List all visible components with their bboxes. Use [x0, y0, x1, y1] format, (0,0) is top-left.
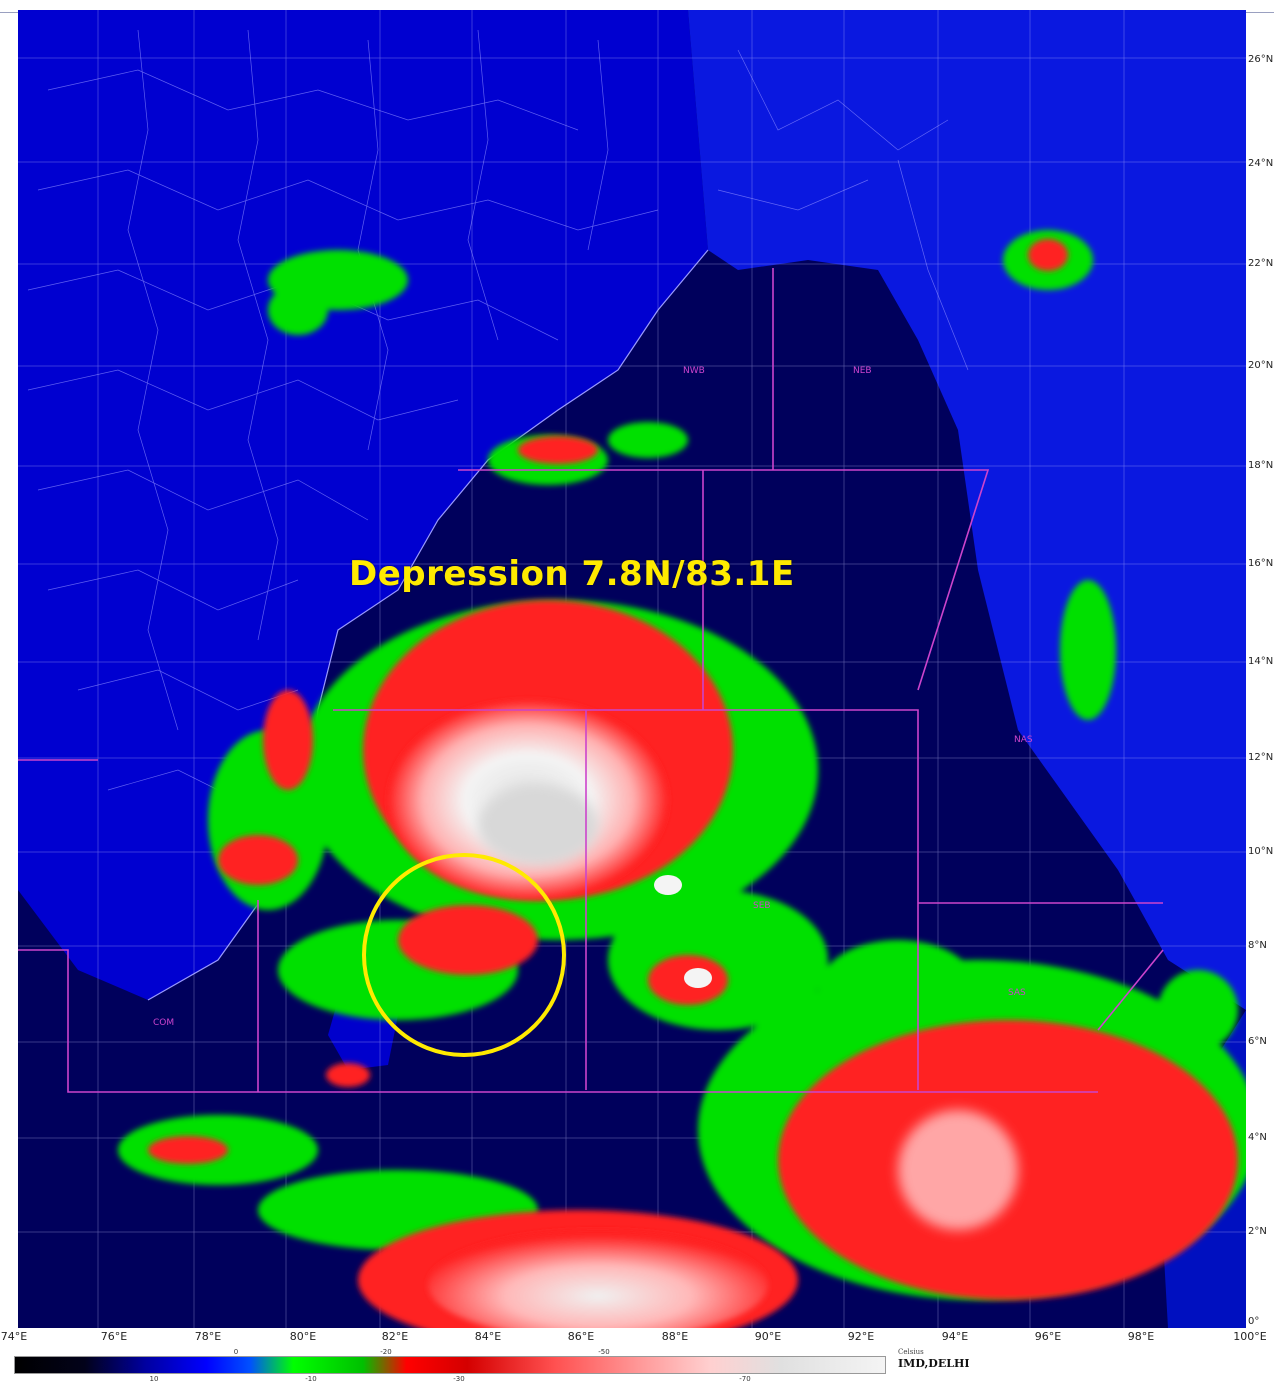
latitude-label: 12°N [1248, 752, 1274, 763]
region-label: NWB [683, 366, 705, 376]
temperature-legend: 0 -20 -50 10 -10 -30 -70 Celsius IMD,DEL… [14, 1348, 1274, 1388]
latitude-label: 0° [1248, 1316, 1260, 1327]
region-label: SAS [1008, 988, 1026, 998]
admin-boundaries [27, 29, 969, 811]
longitude-label: 76°E [100, 1330, 128, 1343]
latitude-label: 26°N [1248, 54, 1274, 65]
longitude-label: 92°E [847, 1330, 875, 1343]
india-landmass [18, 10, 708, 1000]
longitude-label: 84°E [474, 1330, 502, 1343]
latitude-label: 20°N [1248, 360, 1274, 371]
legend-agency: IMD,DELHI [898, 1357, 970, 1370]
legend-units: Celsius [898, 1348, 924, 1356]
latitude-label: 10°N [1248, 846, 1274, 857]
latitude-label: 6°N [1248, 1036, 1267, 1047]
latitude-label: 18°N [1248, 460, 1274, 471]
latitude-label: 24°N [1248, 158, 1274, 169]
longitude-label: 98°E [1127, 1330, 1155, 1343]
longitude-label: 94°E [941, 1330, 969, 1343]
satellite-map: NWB NEB NAS SEB SAS COM [18, 10, 1246, 1328]
colorbar-bottom-tick: -10 [305, 1375, 317, 1383]
latitude-label: 8°N [1248, 940, 1267, 951]
region-labels: NWB NEB NAS SEB SAS COM [153, 366, 1033, 1028]
longitude-label: 82°E [381, 1330, 409, 1343]
longitude-label: 90°E [754, 1330, 782, 1343]
region-label: SEB [753, 901, 771, 911]
colorbar-bottom-tick: 10 [149, 1375, 159, 1383]
colorbar-bottom-tick: -70 [739, 1375, 751, 1383]
longitude-label: 96°E [1034, 1330, 1062, 1343]
region-label: COM [153, 1018, 174, 1028]
longitude-label: 86°E [567, 1330, 595, 1343]
colorbar-top-tick: -20 [380, 1348, 392, 1356]
longitude-label: 78°E [194, 1330, 222, 1343]
colorbar-top-tick: 0 [233, 1348, 239, 1356]
region-label: NAS [1014, 735, 1033, 745]
region-boundaries [18, 268, 1164, 1093]
latitude-label: 22°N [1248, 258, 1274, 269]
region-label: NEB [853, 366, 872, 376]
latitude-label: 16°N [1248, 558, 1274, 569]
depression-circle-marker [362, 853, 566, 1057]
longitude-label: 74°E [0, 1330, 28, 1343]
longitude-label: 100°E [1233, 1330, 1267, 1343]
southern-cloud-mass [428, 1230, 768, 1328]
colorbar-top-tick: -50 [598, 1348, 610, 1356]
satellite-image: NWB NEB NAS SEB SAS COM [18, 10, 1246, 1328]
longitude-label: 80°E [289, 1330, 317, 1343]
latitude-label: 4°N [1248, 1132, 1267, 1143]
latitude-label: 2°N [1248, 1226, 1267, 1237]
latitude-label: 14°N [1248, 656, 1274, 667]
depression-annotation: Depression 7.8N/83.1E [349, 554, 795, 594]
longitude-label: 88°E [661, 1330, 689, 1343]
eastern-landmass [688, 10, 1246, 1010]
colorbar [14, 1356, 886, 1374]
colorbar-bottom-tick: -30 [453, 1375, 465, 1383]
